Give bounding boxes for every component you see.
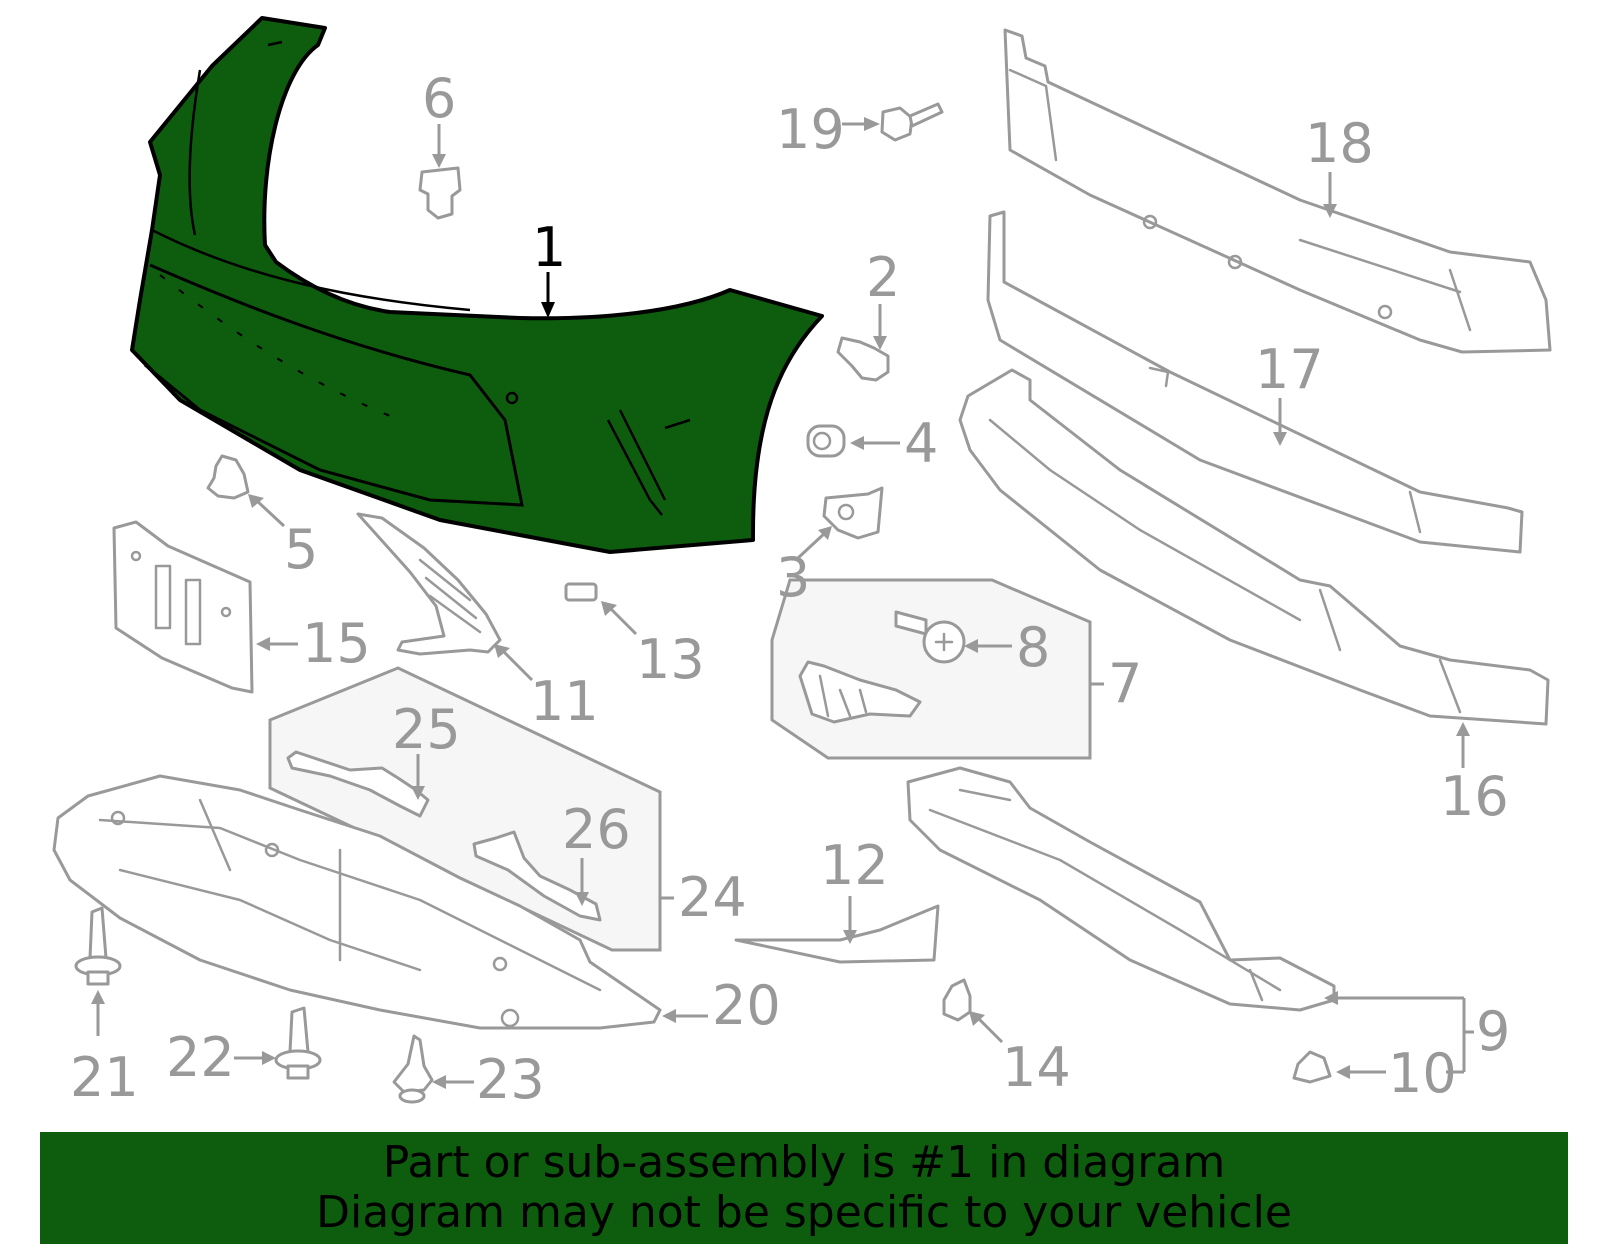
callout-13: 13 [636,628,705,691]
sensor-part-4[interactable] [806,424,846,458]
arrowhead-23 [432,1075,446,1089]
arrowhead-4 [850,436,864,450]
leader-3 [796,530,828,560]
bumper-cover-part-1[interactable] [130,16,824,554]
callout-14: 14 [1002,1036,1071,1099]
arrowhead-12 [843,930,857,944]
bracket-part-3[interactable] [822,486,884,540]
arrowhead-6 [432,154,446,168]
absorber-part-16[interactable] [958,368,1550,726]
bracket-part-7[interactable] [798,660,922,724]
arrowhead-3 [818,526,832,540]
arrowhead-25 [411,786,425,800]
arrowhead-9 [1324,991,1338,1005]
undercover-part-9[interactable] [906,766,1336,1012]
callout-2: 2 [866,246,900,309]
arrowhead-20 [662,1009,676,1023]
absorber-part-17[interactable] [986,210,1524,554]
bolt-part-19[interactable] [880,102,944,142]
arrowhead-15 [256,637,270,651]
arrowhead-5 [248,494,264,508]
arrowhead-11 [494,644,510,658]
callout-15: 15 [302,612,371,675]
callout-21: 21 [70,1046,139,1109]
callout-10: 10 [1388,1042,1457,1105]
arrowhead-16 [1456,722,1470,736]
deflector-part-12[interactable] [734,904,940,964]
arrowhead-17 [1273,432,1287,446]
callout-4: 4 [904,412,938,475]
arrowhead-21 [91,990,105,1004]
pad-part-13[interactable] [564,582,598,602]
undercover-part-20[interactable] [52,774,662,1030]
clip-part-6[interactable] [418,166,462,220]
callout-16: 16 [1440,765,1509,828]
callout-26: 26 [562,798,631,861]
arrowhead-26 [575,892,589,906]
callout-18: 18 [1305,112,1374,175]
callout-20: 20 [712,974,781,1037]
bolt-part-22[interactable] [274,1006,322,1080]
leader-11 [500,648,534,682]
callout-5: 5 [284,518,318,581]
callout-12: 12 [820,834,889,897]
clip-part-14[interactable] [942,978,972,1022]
notice-banner: Part or sub-assembly is #1 in diagram Di… [40,1132,1568,1244]
bolt-part-21[interactable] [74,906,122,986]
leader-5 [254,498,286,528]
callout-1: 1 [532,216,566,279]
screw-part-8[interactable] [894,610,966,664]
leader-14 [976,1016,1004,1044]
garnish-part-11[interactable] [356,512,502,656]
clip-part-23[interactable] [392,1034,434,1104]
callout-11: 11 [530,670,599,733]
arrowhead-19 [864,117,880,131]
callout-7: 7 [1108,652,1142,715]
banner-line-2: Diagram may not be specific to your vehi… [316,1187,1292,1238]
arrowhead-18 [1323,204,1337,218]
clip-part-5[interactable] [206,454,250,500]
callout-17: 17 [1255,338,1324,401]
clip-part-10[interactable] [1292,1050,1332,1084]
arrowhead-10 [1336,1065,1350,1079]
bracket-part-26[interactable] [472,830,602,922]
arrowhead-1 [541,302,555,318]
banner-line-1: Part or sub-assembly is #1 in diagram [382,1137,1226,1188]
callout-8: 8 [1016,616,1050,679]
callout-19: 19 [776,98,845,161]
callout-9: 9 [1476,1000,1510,1063]
reinforcement-part-18[interactable] [1003,28,1552,354]
callout-3: 3 [776,546,810,609]
leader-13 [608,606,638,636]
license-bracket-part-15[interactable] [112,520,254,694]
callout-25: 25 [392,698,461,761]
arrowhead-14 [969,1011,985,1026]
clip-part-2[interactable] [836,336,890,382]
callout-22: 22 [166,1026,235,1089]
callout-23: 23 [476,1048,545,1111]
arrowhead-8 [964,639,978,653]
arrowhead-13 [601,601,617,616]
callout-24: 24 [678,866,747,929]
arrowhead-2 [873,336,887,350]
callout-6: 6 [422,67,456,130]
arrowhead-22 [262,1051,276,1065]
group-box-24 [268,666,662,952]
bracket-part-25[interactable] [286,750,430,818]
